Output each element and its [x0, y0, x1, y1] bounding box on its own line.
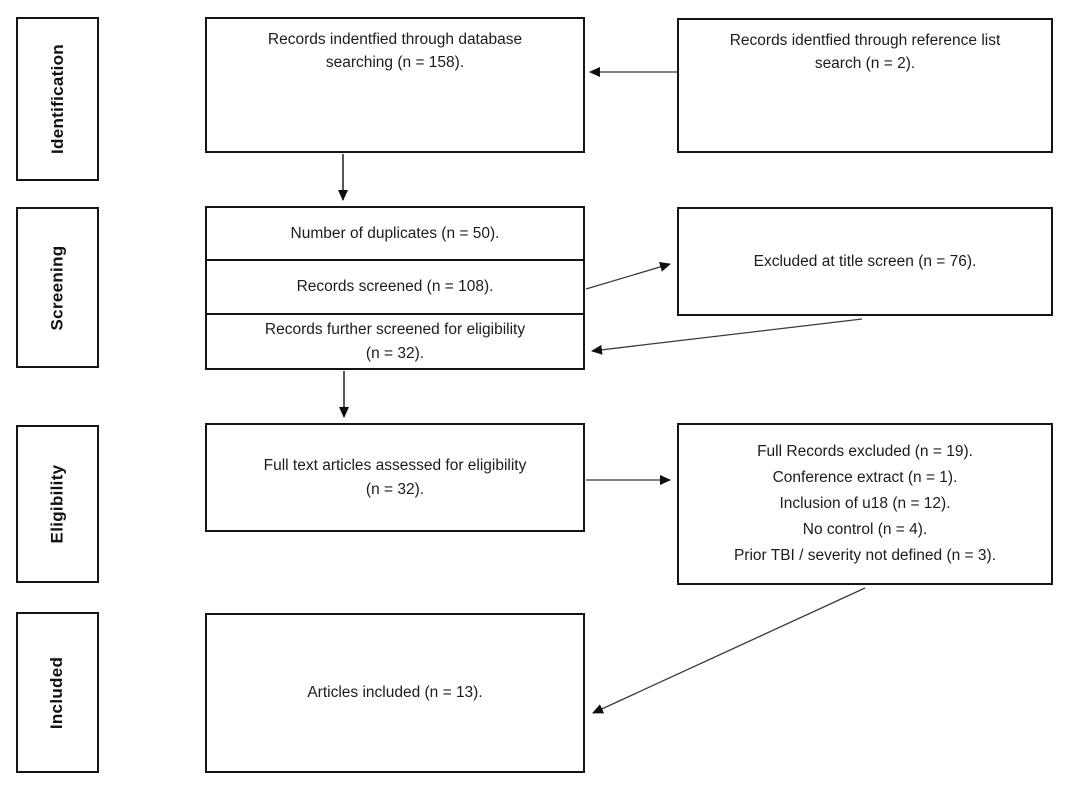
box-reference-search: Records identfied through reference list…	[677, 18, 1053, 153]
box-reference-search-line-1: search (n = 2).	[814, 55, 916, 73]
box-articles-included-line-0: Articles included (n = 13).	[307, 684, 483, 702]
arrow-excluded-title-to-further-screened	[591, 318, 863, 355]
box-full-records-excluded: Full Records excluded (n = 19). Conferenc…	[677, 423, 1053, 585]
box-database-search-line-1: searching (n = 158).	[325, 54, 465, 72]
box-database-search-line-0: Records indentfied through database	[267, 31, 523, 48]
box-full-records-excluded-line-2: Inclusion of u18 (n = 12).	[779, 494, 951, 512]
box-full-records-excluded-line-0: Full Records excluded (n = 19).	[757, 442, 973, 460]
stage-label-identification: Identification	[16, 17, 99, 181]
box-records-screened-line-0: Records screened (n = 108).	[296, 278, 494, 296]
box-database-search: Records indentfied through database searc…	[205, 17, 585, 153]
stage-label-included-text: Included	[47, 656, 67, 729]
box-duplicates: Number of duplicates (n = 50).	[205, 206, 585, 261]
box-excluded-title-screen-line-0: Excluded at title screen (n = 76).	[753, 252, 977, 270]
stage-label-identification-text: Identification	[47, 44, 67, 154]
box-further-screened: Records further screened for eligibility…	[205, 313, 585, 370]
box-excluded-title-screen: Excluded at title screen (n = 76).	[677, 207, 1053, 316]
box-full-text-assessed-line-0: Full text articles assessed for eligibil…	[263, 457, 527, 475]
box-reference-search-line-0: Records identfied through reference list	[729, 32, 1001, 49]
box-full-records-excluded-line-3: No control (n = 4).	[802, 521, 928, 539]
box-further-screened-line-0: Records further screened for eligibility	[264, 321, 526, 339]
box-articles-included: Articles included (n = 13).	[205, 613, 585, 773]
arrow-full-records-excluded-to-included	[592, 587, 866, 714]
box-further-screened-line-1: (n = 32).	[365, 344, 425, 362]
stage-label-screening: Screening	[16, 207, 99, 368]
stage-label-included: Included	[16, 612, 99, 773]
box-full-records-excluded-line-4: Prior TBI / severity not defined (n = 3)…	[733, 547, 997, 565]
box-full-text-assessed-line-1: (n = 32).	[365, 480, 425, 498]
arrow-screened-to-excluded-title	[585, 262, 671, 290]
stage-label-eligibility: Eligibility	[16, 425, 99, 583]
stage-label-screening-text: Screening	[47, 245, 67, 330]
box-full-records-excluded-line-1: Conference extract (n = 1).	[772, 468, 958, 486]
box-duplicates-line-0: Number of duplicates (n = 50).	[290, 224, 500, 242]
box-full-text-assessed: Full text articles assessed for eligibil…	[205, 423, 585, 532]
box-records-screened: Records screened (n = 108).	[205, 259, 585, 315]
stage-label-eligibility-text: Eligibility	[47, 464, 67, 544]
